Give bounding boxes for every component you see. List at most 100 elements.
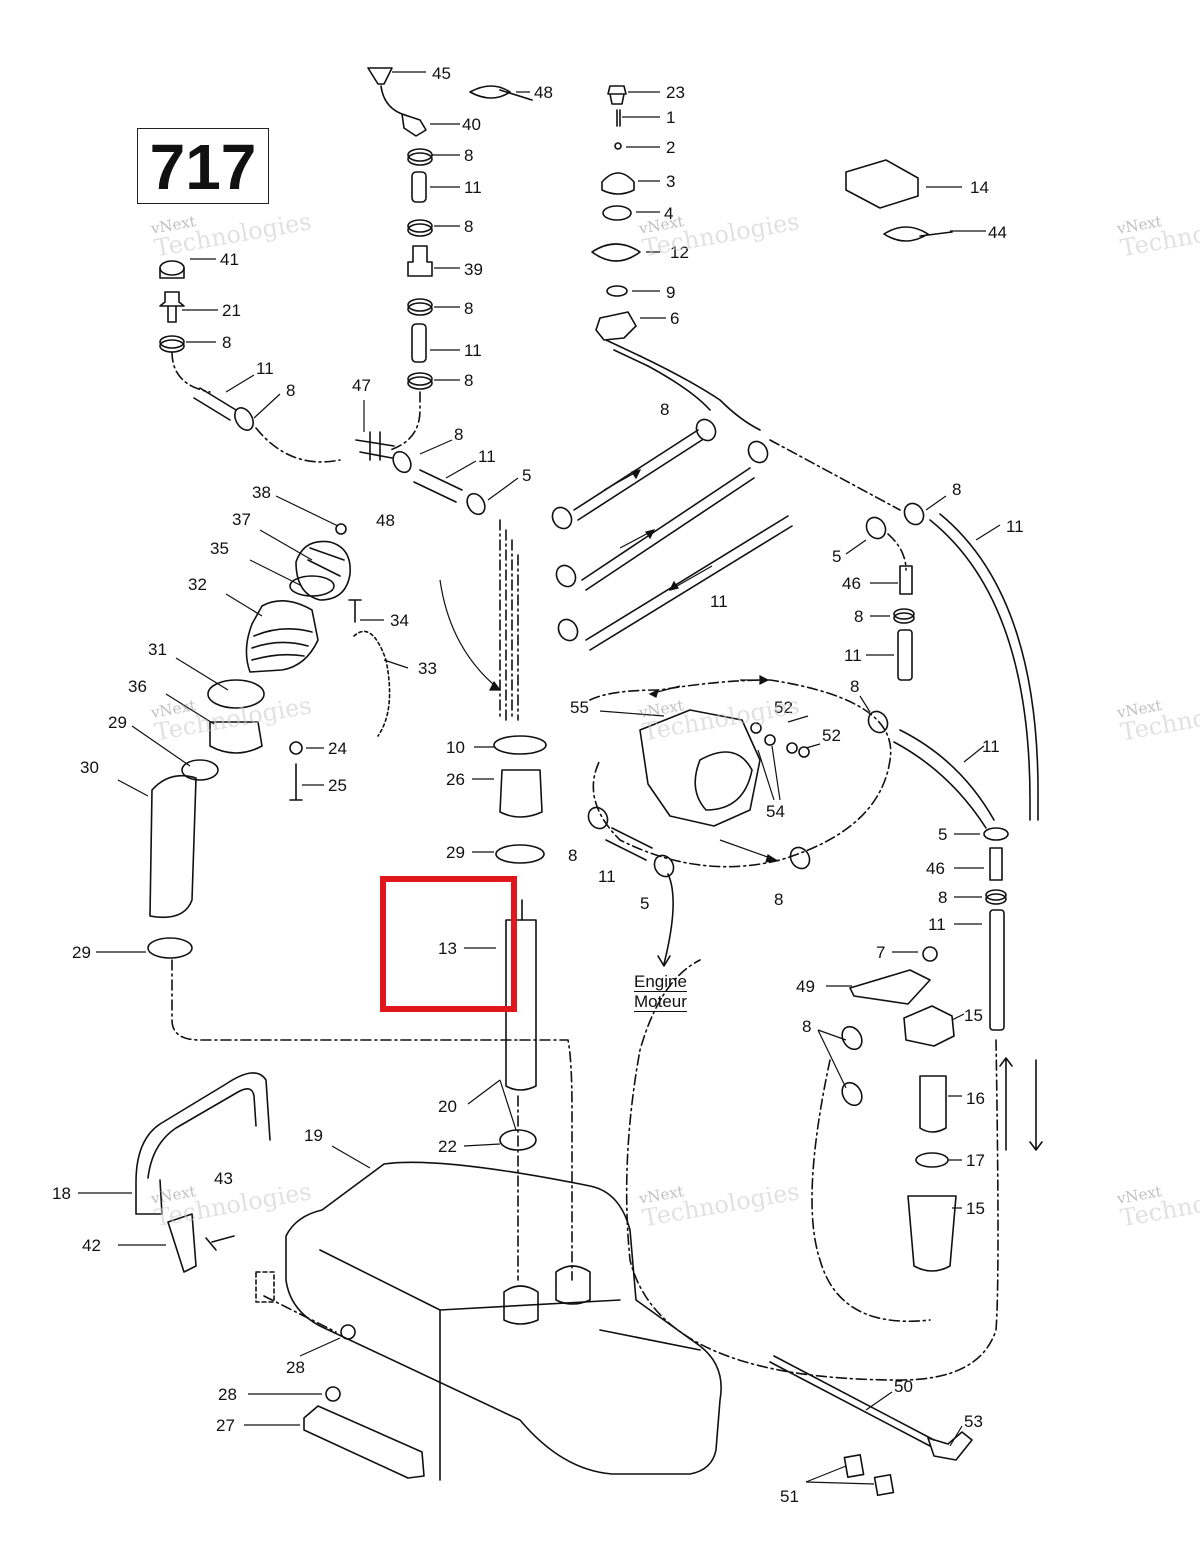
label-18: 18 xyxy=(52,1184,71,1203)
label-1: 1 xyxy=(666,108,675,127)
label-5: 5 xyxy=(522,466,531,485)
label-55: 55 xyxy=(570,698,589,717)
engine-label: Engine Moteur xyxy=(634,972,687,1012)
label-48: 48 xyxy=(376,511,395,530)
label-4: 4 xyxy=(664,204,673,223)
label-24: 24 xyxy=(328,739,347,758)
label-46: 46 xyxy=(842,574,861,593)
label-11: 11 xyxy=(1006,517,1024,536)
label-21: 21 xyxy=(222,301,241,320)
label-44: 44 xyxy=(988,223,1007,242)
label-10: 10 xyxy=(446,738,465,757)
label-13: 13 xyxy=(438,939,457,958)
label-8: 8 xyxy=(222,333,231,352)
label-27: 27 xyxy=(216,1416,235,1435)
label-51: 51 xyxy=(780,1487,799,1506)
fuel-filter-head-15 xyxy=(903,1005,955,1047)
label-20: 20 xyxy=(438,1097,457,1116)
label-8: 8 xyxy=(454,425,463,444)
fuel-tank-19 xyxy=(285,1161,722,1475)
label-2: 2 xyxy=(666,138,675,157)
label-8: 8 xyxy=(464,371,473,390)
label-8: 8 xyxy=(286,381,295,400)
label-35: 35 xyxy=(210,539,229,558)
label-8: 8 xyxy=(952,480,961,499)
label-47: 47 xyxy=(352,376,371,395)
carburetor xyxy=(639,709,761,827)
plate-27 xyxy=(303,1405,425,1479)
bracket-49 xyxy=(849,969,931,1005)
grommet-26 xyxy=(499,769,543,818)
filler-cap-37 xyxy=(295,540,351,601)
engine-label-fr: Moteur xyxy=(634,992,687,1012)
label-11: 11 xyxy=(928,915,946,934)
label-29: 29 xyxy=(108,713,127,732)
label-28: 28 xyxy=(218,1385,237,1404)
label-11: 11 xyxy=(598,867,616,886)
label-37: 37 xyxy=(232,510,251,529)
label-52: 52 xyxy=(822,726,841,745)
label-50: 50 xyxy=(894,1377,913,1396)
label-23: 23 xyxy=(666,83,685,102)
label-6: 6 xyxy=(670,309,679,328)
pickup-tube-13 xyxy=(505,919,537,1091)
label-16: 16 xyxy=(966,1089,985,1108)
label-11: 11 xyxy=(710,592,728,611)
check-valve-39 xyxy=(407,245,433,277)
label-8: 8 xyxy=(464,146,473,165)
label-5: 5 xyxy=(640,894,649,913)
hose-11-right-curve xyxy=(893,729,995,829)
part-drawings xyxy=(135,67,1043,1497)
label-19: 19 xyxy=(304,1126,323,1145)
label-53: 53 xyxy=(964,1412,983,1431)
label-25: 25 xyxy=(328,776,347,795)
label-22: 22 xyxy=(438,1137,457,1156)
label-28: 28 xyxy=(286,1358,305,1377)
tank-strap-18 xyxy=(135,1072,271,1215)
label-43: 43 xyxy=(214,1169,233,1188)
label-41: 41 xyxy=(220,250,239,269)
label-8: 8 xyxy=(850,677,859,696)
label-40: 40 xyxy=(462,115,481,134)
hose-11-upper xyxy=(573,429,793,651)
label-5: 5 xyxy=(938,825,947,844)
label-38: 38 xyxy=(252,483,271,502)
label-52: 52 xyxy=(774,698,793,717)
engine-label-en: Engine xyxy=(634,972,687,992)
label-15: 15 xyxy=(964,1006,983,1025)
chain-33 xyxy=(353,630,391,737)
hose-11-right-long xyxy=(929,513,1039,821)
label-14: 14 xyxy=(970,178,989,197)
label-34: 34 xyxy=(390,611,409,630)
choke-cable-50 xyxy=(769,1355,935,1447)
label-11: 11 xyxy=(982,737,1000,756)
plug-23 xyxy=(607,85,627,105)
label-48: 48 xyxy=(534,83,553,102)
label-46: 46 xyxy=(926,859,945,878)
label-3: 3 xyxy=(666,172,675,191)
leader-lines xyxy=(78,71,1001,1485)
label-17: 17 xyxy=(966,1151,985,1170)
label-8: 8 xyxy=(938,888,947,907)
filter-element-16 xyxy=(919,1075,947,1133)
label-49: 49 xyxy=(796,977,815,996)
label-39: 39 xyxy=(464,260,483,279)
label-12: 12 xyxy=(670,243,689,262)
clamp-ring-36 xyxy=(209,721,263,754)
label-8: 8 xyxy=(660,400,669,419)
label-29: 29 xyxy=(72,943,91,962)
page-number-box: 717 xyxy=(137,128,269,204)
label-11: 11 xyxy=(256,359,274,378)
label-45: 45 xyxy=(432,64,451,83)
tie-strap-44 xyxy=(883,226,953,242)
label-11: 11 xyxy=(464,341,482,360)
label-31: 31 xyxy=(148,640,167,659)
bracket-42 xyxy=(167,1213,197,1273)
fuel-valve-6 xyxy=(595,311,649,367)
tie-strap-48 xyxy=(469,85,533,101)
label-8: 8 xyxy=(802,1017,811,1036)
label-5: 5 xyxy=(832,547,841,566)
part-number-labels: 45 48 40 8 11 8 39 8 11 8 23 1 2 3 4 12 … xyxy=(52,64,1024,1506)
label-42: 42 xyxy=(82,1236,101,1255)
